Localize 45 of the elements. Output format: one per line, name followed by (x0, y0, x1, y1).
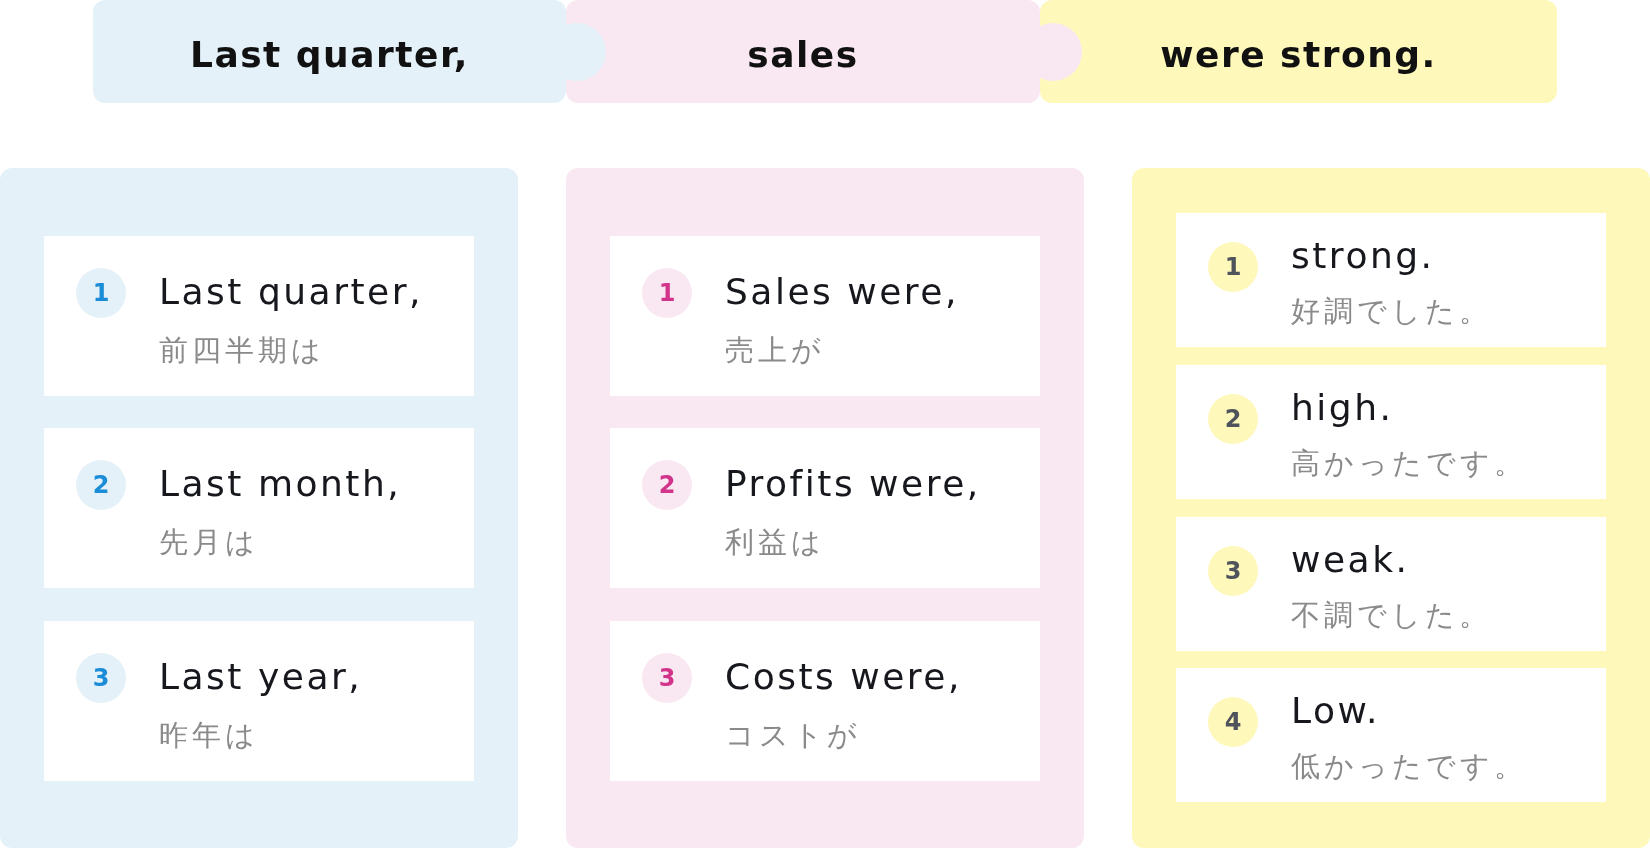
step-number: 1 (1208, 242, 1258, 292)
option-card (1176, 365, 1606, 499)
phrase-text: Last month, (159, 462, 402, 506)
translation-text: 不調でした。 (1291, 597, 1492, 633)
translation-text: 先月は (159, 524, 259, 560)
option-card (1176, 668, 1606, 802)
option-card (1176, 517, 1606, 651)
puzzle-piece (93, 0, 606, 103)
puzzle-piece (566, 0, 1082, 103)
translation-text: 低かったです。 (1291, 748, 1527, 784)
translation-text: 売上が (725, 332, 825, 368)
phrase-text: weak. (1291, 538, 1410, 582)
step-number: 2 (1208, 394, 1258, 444)
step-number: 3 (76, 653, 126, 703)
step-number: 1 (76, 268, 126, 318)
phrase-text: Costs were, (725, 655, 962, 699)
phrase-text: Last year, (159, 655, 363, 699)
translation-text: 好調でした。 (1291, 293, 1492, 329)
puzzle-piece (1040, 0, 1557, 103)
option-card (44, 428, 474, 588)
column-panel (1132, 168, 1650, 848)
step-number: 2 (642, 460, 692, 510)
step-number: 1 (642, 268, 692, 318)
step-number: 4 (1208, 697, 1258, 747)
phrase-text: Last quarter, (159, 270, 423, 314)
phrase-text: Sales were, (725, 270, 959, 314)
step-number: 2 (76, 460, 126, 510)
phrase-text: Profits were, (725, 462, 981, 506)
step-number: 3 (1208, 546, 1258, 596)
phrase-text: sales (747, 32, 859, 77)
translation-text: 昨年は (159, 717, 259, 753)
phrase-text: Last quarter, (189, 32, 470, 77)
translation-text: コストが (725, 717, 861, 753)
translation-text: 前四半期は (159, 332, 325, 368)
phrase-text: high. (1291, 386, 1394, 430)
phrase-text: strong. (1291, 234, 1435, 278)
column-panel (0, 168, 518, 848)
option-card (1176, 213, 1606, 347)
option-card (44, 621, 474, 781)
translation-text: 高かったです。 (1291, 445, 1527, 481)
phrase-text: Low. (1291, 689, 1381, 733)
phrase-text: were strong. (1160, 32, 1437, 77)
step-number: 3 (642, 653, 692, 703)
option-card (44, 236, 474, 396)
translation-text: 利益は (725, 524, 825, 560)
